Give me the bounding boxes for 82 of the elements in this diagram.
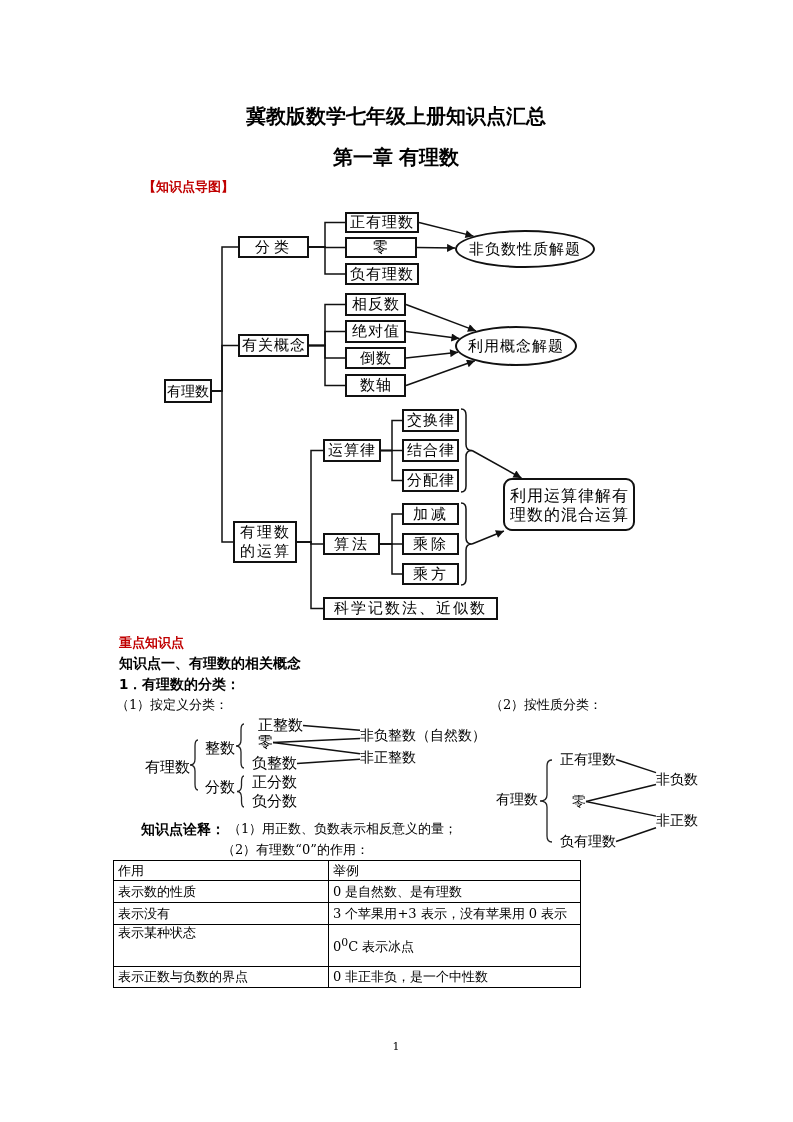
- goal-box: 利用运算律解有理数的混合运算: [503, 478, 635, 531]
- body-text: （2）有理数“0”的作用：: [222, 842, 369, 859]
- table-cell: 0 是自然数、是有理数: [328, 880, 581, 903]
- body-text: （1）用正数、负数表示相反意义的量；: [228, 821, 458, 838]
- goal-ellipse: 非负数性质解题: [455, 230, 595, 268]
- term-text: 整数: [205, 739, 235, 758]
- topic-box: 零: [345, 237, 417, 258]
- term-text: 零: [258, 734, 273, 751]
- topic-box: 正有理数: [345, 212, 419, 233]
- term-text: 正有理数: [560, 751, 616, 768]
- term-text: 非正数: [656, 812, 698, 829]
- topic-box: 算法: [323, 533, 380, 555]
- topic-box: 有理数: [164, 379, 212, 403]
- connector-line: [308, 344, 346, 387]
- term-text: 正整数: [258, 717, 303, 734]
- subheading: 知识点一、有理数的相关概念: [119, 655, 301, 672]
- term-text: 负整数: [252, 755, 297, 772]
- topic-box: 乘除: [402, 533, 459, 555]
- topic-box: 运算律: [323, 439, 381, 462]
- topic-box: 有关概念: [238, 334, 309, 357]
- brace-arrow: [460, 408, 523, 493]
- subheading: 知识点诠释：: [141, 821, 225, 838]
- page-title: 冀教版数学七年级上册知识点汇总: [246, 104, 546, 129]
- connector-line: [380, 449, 403, 482]
- connector-line: [272, 741, 361, 755]
- arrow: [418, 221, 475, 239]
- connector-line: [296, 758, 361, 765]
- connector-line: [211, 390, 234, 543]
- arrow: [405, 330, 461, 342]
- term-text: 有理数: [496, 791, 538, 809]
- term-text: 正分数: [252, 773, 297, 792]
- term-text: 负分数: [252, 792, 297, 811]
- topic-box: 有理数的运算: [233, 521, 297, 563]
- term-text: 非正整数: [360, 749, 416, 766]
- topic-box: 乘方: [402, 563, 459, 585]
- body-text: （1）按定义分类：: [116, 697, 229, 714]
- table-cell: 表示数的性质: [113, 880, 329, 903]
- topic-box: 分配律: [402, 469, 459, 492]
- brace-arrow: [460, 502, 505, 586]
- topic-box: 分类: [238, 236, 309, 258]
- table-header-cell: 作用: [113, 860, 329, 881]
- table-cell: 0$^{0}$C 表示冰点: [328, 924, 581, 967]
- table-header-cell: 举例: [328, 860, 581, 881]
- connector-line: [585, 800, 657, 817]
- term-text: 非负整数（自然数）: [360, 727, 486, 744]
- topic-box: 倒数: [345, 347, 406, 369]
- term-text: 有理数: [145, 758, 190, 777]
- topic-box: 科学记数法、近似数: [323, 597, 498, 620]
- topic-box: 交换律: [402, 409, 459, 432]
- arrow: [416, 243, 456, 252]
- topic-box: 绝对值: [345, 320, 406, 343]
- arrow: [405, 349, 459, 359]
- table-cell: 3 个苹果用+3 表示，没有苹果用 0 表示: [328, 902, 581, 925]
- arrow: [405, 303, 477, 332]
- subheading: 1．有理数的分类：: [119, 676, 241, 693]
- table-cell: 表示某种状态: [113, 924, 329, 967]
- connector-line: [308, 246, 346, 275]
- arrow: [405, 359, 476, 387]
- section-heading: 重点知识点: [119, 635, 184, 652]
- connector-line: [302, 724, 361, 731]
- topic-box: 负有理数: [345, 263, 419, 285]
- connector-line: [615, 758, 657, 774]
- connector-line: [296, 541, 324, 610]
- term-text: 负有理数: [560, 833, 616, 850]
- term-text: 非负数: [656, 771, 698, 788]
- body-text: （2）按性质分类：: [490, 697, 603, 714]
- connector-line: [615, 827, 657, 843]
- table-cell: 0 非正非负，是一个中性数: [328, 966, 581, 988]
- section-heading: 【知识点导图】: [143, 179, 234, 196]
- goal-ellipse: 利用概念解题: [455, 326, 577, 366]
- term-text: 分数: [205, 778, 235, 797]
- topic-box: 结合律: [402, 439, 459, 462]
- page-number: 1: [392, 1040, 400, 1054]
- connector-line: [585, 783, 657, 803]
- topic-box: 相反数: [345, 293, 406, 316]
- topic-box: 加减: [402, 503, 459, 525]
- chapter-heading: 第一章 有理数: [332, 145, 460, 170]
- connector-line: [379, 543, 403, 575]
- table-cell: 表示正数与负数的界点: [113, 966, 329, 988]
- table-cell: 表示没有: [113, 902, 329, 925]
- term-text: 零: [572, 793, 586, 810]
- topic-box: 数轴: [345, 374, 406, 397]
